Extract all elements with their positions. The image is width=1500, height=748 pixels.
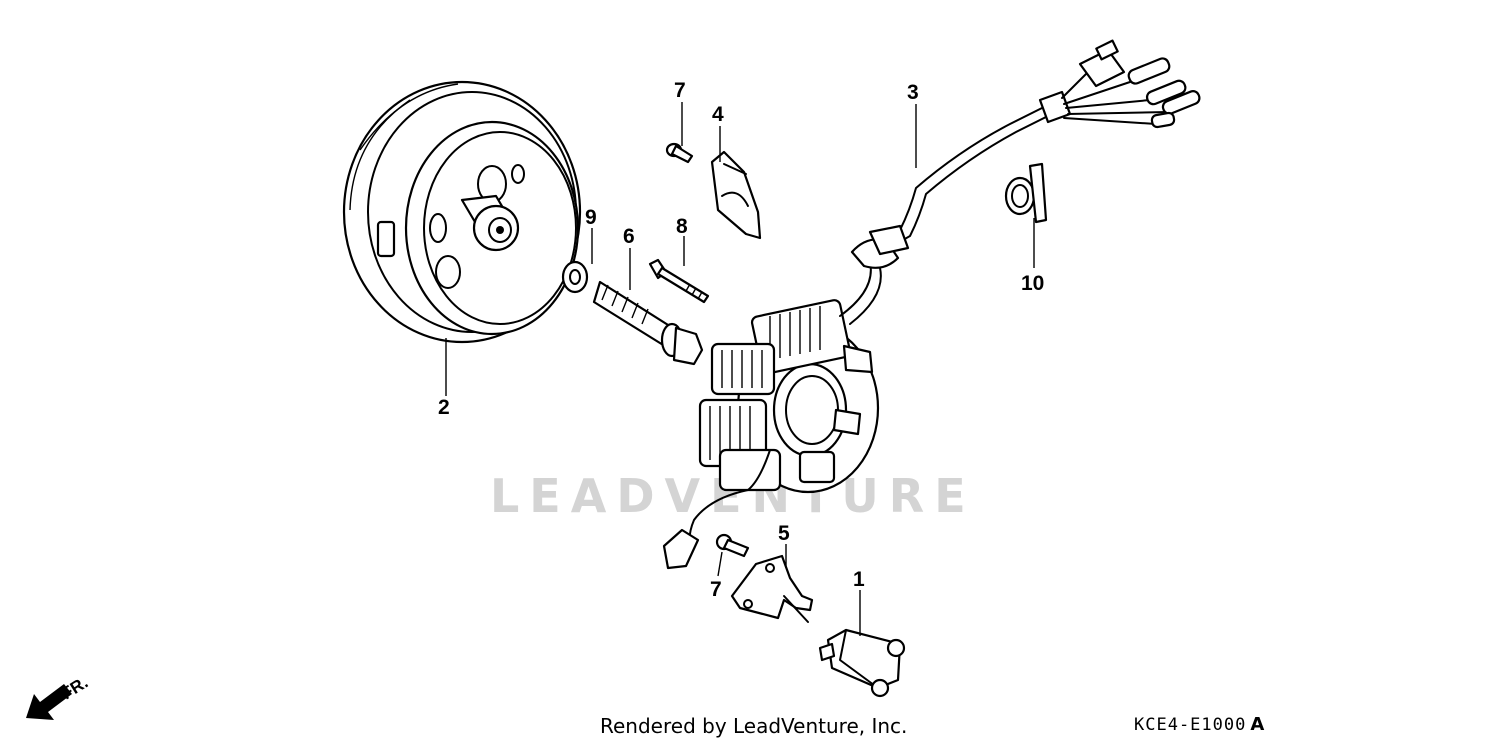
flywheel-rotor[interactable]	[342, 80, 582, 344]
callout-3: 3	[907, 81, 919, 104]
callout-2: 2	[438, 396, 450, 419]
stator-assembly[interactable]	[698, 299, 880, 494]
screw[interactable]	[648, 258, 710, 304]
washer[interactable]	[561, 260, 589, 294]
callout-6: 6	[623, 225, 635, 248]
flange-bolt[interactable]	[592, 280, 704, 366]
diagram-code-text: KCE4-E1000	[1134, 715, 1247, 735]
pulse-generator[interactable]	[818, 628, 906, 698]
callout-9: 9	[585, 206, 597, 229]
cable-band[interactable]	[1004, 162, 1048, 224]
callout-7-bottom: 7	[710, 578, 722, 601]
leader-lines	[445, 102, 1035, 636]
callout-7-top: 7	[674, 79, 686, 102]
stay-bracket[interactable]	[730, 554, 814, 623]
callout-5: 5	[778, 522, 790, 545]
callout-10: 10	[1021, 272, 1044, 295]
render-credit: Rendered by LeadVenture, Inc.	[600, 714, 908, 738]
wiring-harness[interactable]	[662, 39, 1201, 570]
wire-clamp[interactable]	[710, 150, 762, 240]
screw-small-bottom[interactable]	[715, 533, 750, 558]
callout-4: 4	[712, 103, 724, 126]
callout-1: 1	[853, 568, 865, 591]
callout-8: 8	[676, 215, 688, 238]
front-direction-arrow-icon	[26, 684, 72, 720]
screw-small-top[interactable]	[665, 142, 694, 164]
diagram-code-suffix: A	[1250, 714, 1266, 735]
